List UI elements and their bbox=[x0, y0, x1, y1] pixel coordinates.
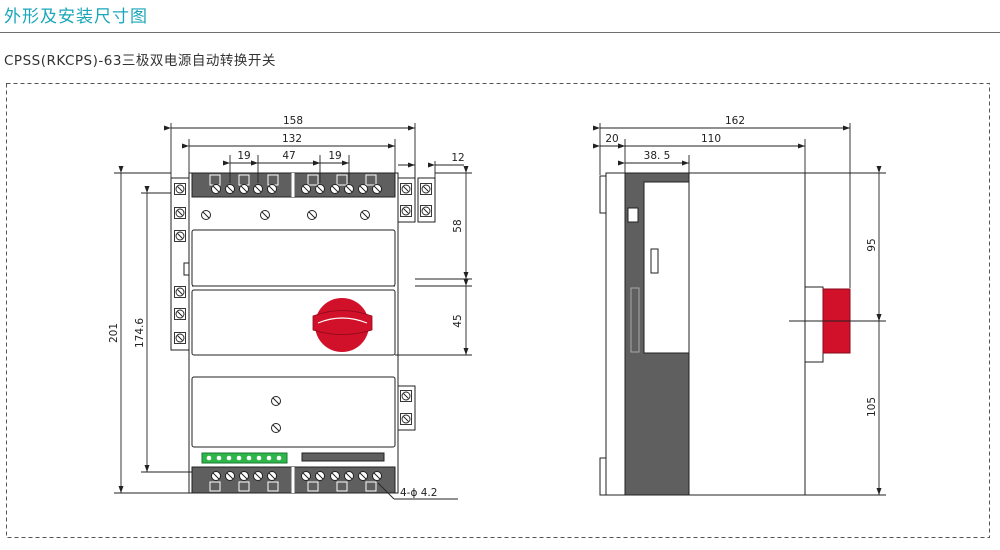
page-title: 外形及安装尺寸图 bbox=[4, 7, 148, 27]
front-dimension-labels: 158 132 19 47 19 12 201 174.6 58 45 4-ϕ … bbox=[108, 115, 465, 499]
dim-162: 162 bbox=[725, 115, 745, 127]
dim-174-6: 174.6 bbox=[134, 318, 146, 348]
rotary-handle bbox=[312, 298, 373, 352]
dim-132: 132 bbox=[282, 133, 302, 145]
dim-47: 47 bbox=[282, 150, 295, 162]
dim-58: 58 bbox=[452, 219, 464, 232]
side-view bbox=[599, 172, 852, 496]
front-view bbox=[170, 172, 436, 494]
dim-105: 105 bbox=[866, 397, 878, 417]
title-divider bbox=[0, 32, 1000, 33]
dim-95: 95 bbox=[866, 238, 878, 251]
side-dimension-labels: 162 20 110 38. 5 95 105 bbox=[605, 115, 878, 417]
dim-45: 45 bbox=[452, 314, 464, 327]
dim-20: 20 bbox=[605, 133, 618, 145]
drawing-frame: 158 132 19 47 19 12 201 174.6 58 45 4-ϕ … bbox=[6, 83, 990, 538]
product-subtitle: CPSS(RKCPS)-63三极双电源自动转换开关 bbox=[4, 53, 276, 69]
dim-158: 158 bbox=[283, 115, 303, 127]
dim-201: 201 bbox=[108, 323, 120, 343]
side-dimensions bbox=[593, 123, 886, 496]
dim-38-5: 38. 5 bbox=[644, 150, 671, 162]
dim-12: 12 bbox=[451, 152, 464, 164]
dim-19-right: 19 bbox=[328, 150, 341, 162]
dim-110: 110 bbox=[701, 133, 721, 145]
dashed-border bbox=[6, 83, 990, 538]
dim-19-left: 19 bbox=[237, 150, 250, 162]
front-dimensions bbox=[114, 123, 472, 500]
mount-holes-label: 4-ϕ 4.2 bbox=[400, 487, 437, 499]
